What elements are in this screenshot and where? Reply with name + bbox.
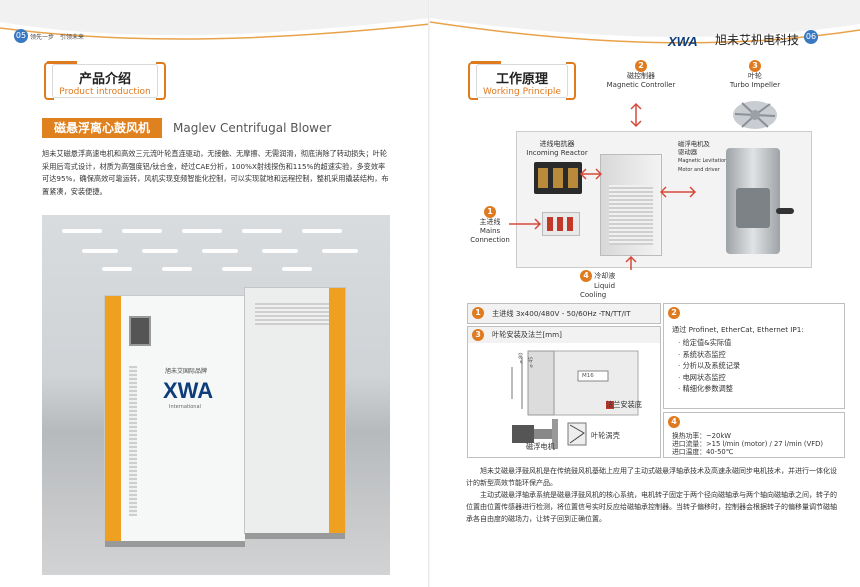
spec4-line: 进口温度：40-50℃ [672, 448, 734, 456]
wp-title-en: Working Principle [483, 87, 561, 97]
motor-arrow [660, 186, 696, 198]
spec2-list: · 给定值&实际值 · 系统状态监控 · 分析以及系统记录 · 电网状态监控 ·… [678, 337, 740, 395]
principle-description: 旭未艾磁悬浮鼓风机是在传统鼓风机基础上应用了主动式磁悬浮轴承技术及高速永磁同步电… [466, 465, 840, 525]
section-title-en: Product introduction [59, 87, 151, 97]
motor-label: 磁浮电机及 驱动器 Magnetic Levitation Motor and … [678, 140, 728, 173]
cooling-label: 4 冷却液 Liquid Cooling [580, 270, 616, 299]
dim-80: ⌀ 80 [518, 352, 525, 364]
spec-box-4: 4 换热功率：~20kW 进口流量：>15 l/min (motor) / 27… [663, 412, 845, 458]
product-photo: 旭未艾国际品牌 XWA International [42, 215, 390, 575]
spec2-item: · 精细化参数调整 [678, 384, 733, 393]
flange-label: 法兰安装底 [606, 400, 642, 409]
slogan: 领先一步 引领未来 [30, 34, 85, 41]
machine-logo-sub: International [169, 404, 201, 410]
company-name: 旭未艾机电科技 [715, 33, 800, 47]
maglev-motor-label: 磁浮电机 [526, 442, 555, 451]
title-bracket-right [156, 62, 166, 100]
blower-side-panel [244, 287, 346, 539]
header-wave-right [430, 0, 860, 44]
section-title-cn: 产品介绍 [78, 72, 131, 87]
reactor-image [534, 162, 582, 194]
product-banner: 磁悬浮离心鼓风机 [42, 118, 163, 138]
section-title: 产品介绍 Product introduction [47, 61, 158, 98]
volute-label: 叶轮涡壳 [591, 431, 620, 440]
wp-bracket-right [566, 62, 576, 100]
wp-accent-bar [471, 61, 501, 64]
flange-drawing [511, 350, 639, 449]
title-accent-bar [47, 61, 77, 64]
left-page: 05 领先一步 引领未来 产品介绍 Product introduction 磁… [0, 0, 430, 575]
spec-box-3: 3 叶轮安装及法兰[mm] ⌀ 80 ⌀ 45 M16 法兰安装底 叶轮涡壳 磁… [467, 326, 661, 458]
reactor-label: 进线电抗器 Incoming Reactor [526, 140, 588, 157]
mains-arrow [509, 218, 542, 230]
spec2-item: · 电网状态监控 [678, 372, 726, 382]
spec1-text: 主进线 3x400/480V - 50/60Hz -TN/TT/IT [492, 309, 631, 318]
brand-logo: XWA [668, 34, 698, 49]
mains-label: 1 主进线 Mains Connection [470, 206, 510, 244]
product-intro: 旭未艾磁悬浮高速电机和高效三元流叶轮直连驱动，无接触、无摩擦、无需润滑，彻底消除… [42, 149, 389, 196]
cooling-arrow [625, 256, 637, 270]
page-number-right: 06 [804, 30, 818, 44]
spec4-list: 换热功率：~20kW 进口流量：>15 l/min (motor) / 27 l… [672, 432, 823, 456]
product-banner-en: Maglev Centrifugal Blower [173, 121, 332, 135]
principle-paragraph-2: 主动式磁悬浮轴承系统是磁悬浮鼓风机的核心系统，电机转子固定于两个径向磁轴承与两个… [466, 491, 837, 523]
impeller-label: 3 叶轮 Turbo Impeller [729, 60, 781, 89]
dim-45: ⌀ 45 [528, 356, 535, 368]
spec3-title: 叶轮安装及法兰[mm] [492, 330, 562, 339]
spec-box-2: 2 通过 Profinet, EtherCat, Ethernet IP1: ·… [663, 303, 845, 409]
blower-front-panel: 旭未艾国际品牌 XWA International [104, 295, 246, 547]
spec2-title: 通过 Profinet, EtherCat, Ethernet IP1: [672, 325, 804, 334]
impeller-icon [733, 101, 777, 129]
controller-cabinet [600, 154, 662, 256]
machine-logo: XWA [163, 378, 214, 403]
spec4-line: 进口流量：>15 l/min (motor) / 27 l/min (VFD) [672, 440, 824, 448]
spec2-item: · 分析以及系统记录 [678, 361, 741, 370]
principle-paragraph-1: 旭未艾磁悬浮鼓风机是在传统鼓风机基础上应用了主动式磁悬浮轴承技术及高速永磁同步电… [466, 467, 837, 487]
spec2-item: · 给定值&实际值 [678, 338, 732, 347]
filter-image [542, 212, 580, 236]
reactor-arrow [580, 168, 602, 180]
spec2-item: · 系统状态监控 [678, 349, 726, 359]
m16-label: M16 [582, 373, 594, 379]
controller-label: 2 磁控制器 Magnetic Controller [606, 60, 676, 89]
controller-arrow [630, 102, 642, 128]
page-number: 05 [14, 29, 28, 43]
wp-section-title: 工作原理 Working Principle [471, 61, 568, 98]
machine-brand: 旭未艾国际品牌 [165, 368, 208, 375]
spec-box-1: 1 主进线 3x400/480V - 50/60Hz -TN/TT/IT [467, 303, 661, 324]
wp-title-cn: 工作原理 [495, 72, 548, 87]
spec4-line: 换热功率：~20kW [672, 432, 731, 440]
motor-image [726, 148, 794, 254]
right-page: XWA 旭未艾机电科技 06 工作原理 Working Principle 2 … [430, 0, 860, 587]
header-wave [0, 0, 430, 40]
